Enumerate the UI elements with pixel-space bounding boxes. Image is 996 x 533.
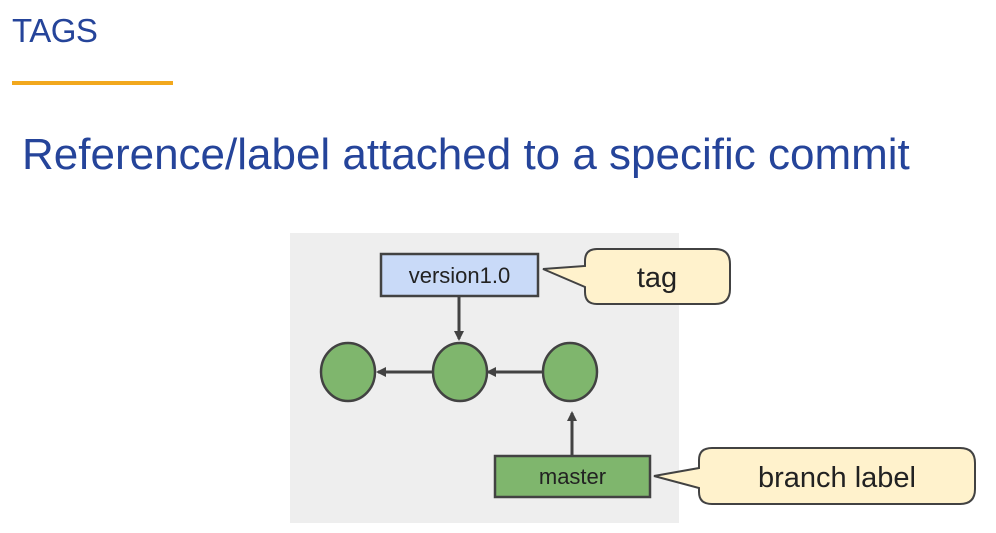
commit-node-1 [319, 341, 377, 403]
tag-box: version1.0 [379, 252, 540, 298]
commit-node-2 [431, 341, 489, 403]
branch-box: master [493, 454, 652, 499]
commit-node-3 [541, 341, 599, 403]
tag-callout: tag [542, 248, 731, 305]
section-title: TAGS [12, 12, 98, 49]
headline: Reference/label attached to a specific c… [22, 130, 910, 179]
branch-callout: branch label [653, 447, 976, 505]
branch-callout-text: branch label [758, 462, 916, 494]
branch-box-label: master [539, 464, 606, 489]
tag-box-label: version1.0 [409, 263, 511, 288]
title-underline [12, 81, 173, 85]
tag-callout-text: tag [637, 262, 677, 294]
